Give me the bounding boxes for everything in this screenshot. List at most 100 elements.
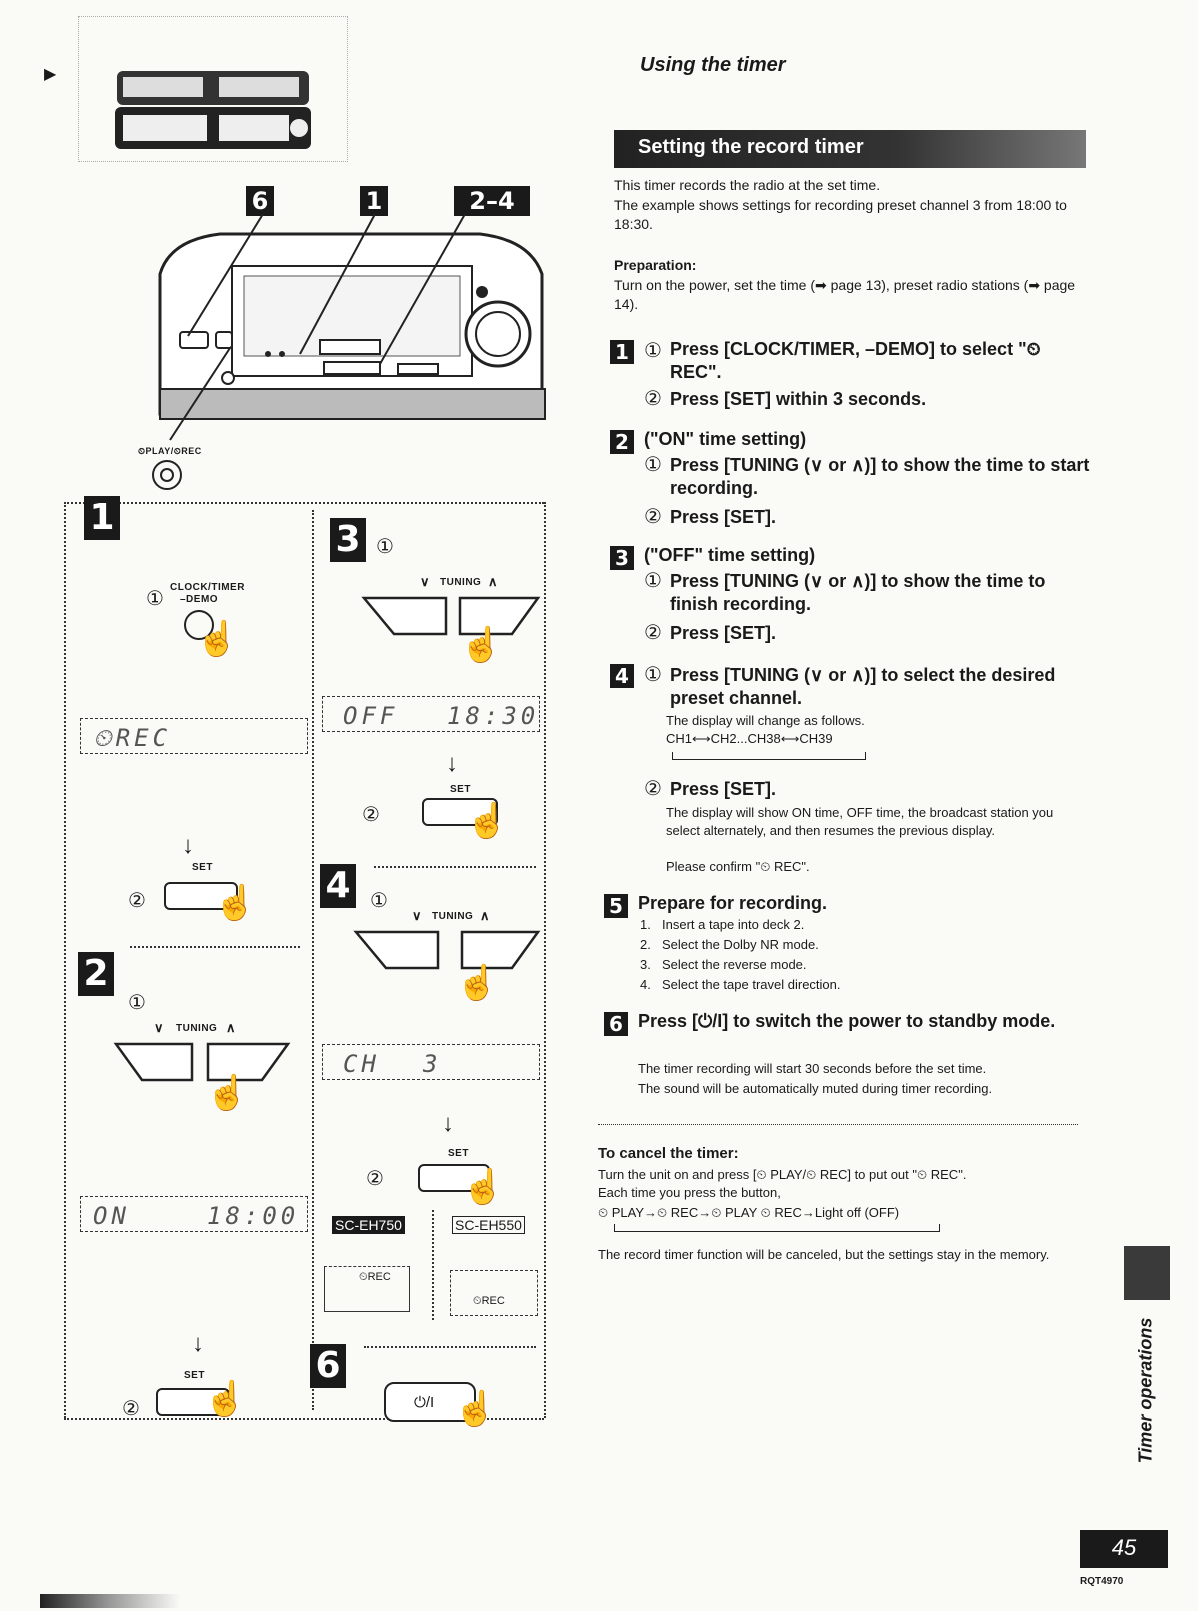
- hand-pointer-icon: ☝: [206, 1074, 249, 1112]
- step-3-circled-1: ①: [644, 570, 662, 592]
- model-badge-eh550: SC-EH550: [452, 1216, 525, 1234]
- demo-label: –DEMO: [180, 594, 219, 605]
- hand-pointer-icon: ☝: [214, 884, 257, 922]
- hand-pointer-icon: ☝: [456, 964, 499, 1002]
- step-6-note-2: The sound will be automatically muted du…: [638, 1081, 993, 1096]
- step-4-a-note: The display will change as follows.: [666, 713, 865, 728]
- step-2-circled-1: ①: [644, 454, 662, 476]
- bottom-scan-mark: [40, 1594, 180, 1608]
- step-4-b: Press [SET].: [670, 779, 777, 799]
- step-5-number: 5: [604, 894, 628, 918]
- lcd-off-time: 18:30: [447, 702, 540, 730]
- step-1-circled-1: ①: [644, 340, 662, 362]
- step-5-mark-4: 4.: [640, 977, 651, 992]
- panel4-circled-2: ②: [366, 1168, 384, 1190]
- step-5-mark-2: 2.: [640, 937, 651, 952]
- panel-step-3: 3: [330, 518, 366, 562]
- cancel-text-2: Each time you press the button,: [598, 1185, 781, 1200]
- step-4-a: Press [TUNING (∨ or ∧)] to select the de…: [670, 665, 1056, 708]
- clock-timer-button[interactable]: [184, 610, 214, 640]
- step-5-mark-1: 1.: [640, 917, 651, 932]
- arrow-down-icon: ↓: [446, 750, 458, 777]
- panel-step-2: 2: [78, 952, 114, 996]
- step-6-head: Press [⏻/I] to switch the power to stand…: [638, 1011, 1056, 1031]
- step-1-b: Press [SET] within 3 seconds.: [670, 389, 927, 409]
- step-3-b: Press [SET].: [670, 623, 777, 643]
- step-5-mark-3: 3.: [640, 957, 651, 972]
- panel-center-divider: [312, 510, 314, 1410]
- panel-bottom-border: [64, 1418, 544, 1420]
- step-2-a: Press [TUNING (∨ or ∧)] to show the time…: [670, 455, 1090, 498]
- step-3-circled-2: ②: [644, 622, 662, 644]
- model-badge-eh750: SC-EH750: [332, 1216, 405, 1234]
- lcd-on-time: 18:00: [207, 1202, 300, 1230]
- tuning-buttons-3[interactable]: [360, 594, 542, 638]
- tuning-label-3: TUNING: [440, 577, 482, 588]
- rec-indicator-eh550: ⏲REC: [450, 1270, 538, 1316]
- panel1-circled-2: ②: [128, 890, 146, 912]
- model-divider: [432, 1210, 434, 1320]
- page-number: 45: [1111, 1535, 1137, 1560]
- tuning-label-2: TUNING: [176, 1023, 218, 1034]
- lcd-ch-display: CH 3: [322, 1044, 540, 1080]
- panel-step-6: 6: [310, 1344, 346, 1388]
- callout-2-4: 2–4: [454, 186, 530, 216]
- step-5-item-1: Insert a tape into deck 2.: [662, 917, 805, 932]
- play-rec-label: ⏲PLAY/⏲REC: [138, 446, 202, 456]
- step-5-head: Prepare for recording.: [638, 893, 828, 913]
- step-2-head: ("ON" time setting): [644, 429, 807, 449]
- top-device-thumbnail: [78, 16, 348, 162]
- tuning-up-symbol: ∧: [480, 908, 491, 923]
- tuning-down-symbol: ∨: [154, 1020, 165, 1035]
- panel-left-border: [64, 502, 66, 1418]
- set-label-3: SET: [450, 784, 471, 795]
- rec-label-b: ⏲REC: [473, 1295, 505, 1307]
- side-tab-block: [1124, 1246, 1170, 1300]
- set-button-3[interactable]: [422, 798, 498, 826]
- step-5-item-3: Select the reverse mode.: [662, 957, 807, 972]
- page-title: Using the timer: [640, 54, 786, 76]
- section-banner: Setting the record timer: [614, 130, 1086, 168]
- set-label-2: SET: [184, 1370, 205, 1381]
- page-number-box: 45: [1080, 1530, 1168, 1568]
- bookmark-mark: ▶: [44, 66, 57, 83]
- set-button-2[interactable]: [156, 1388, 230, 1416]
- step-4-b-note: The display will show ON time, OFF time,…: [666, 805, 1054, 838]
- power-button[interactable]: ⏻/I: [384, 1382, 476, 1422]
- panel-right-border: [544, 502, 546, 1418]
- lcd-off-display: OFF 18:30: [322, 696, 540, 732]
- step-5-item-4: Select the tape travel direction.: [662, 977, 841, 992]
- step-3-number: 3: [610, 546, 634, 570]
- tuning-down-symbol: ∨: [412, 908, 423, 923]
- step-2-number: 2: [610, 430, 634, 454]
- power-label: ⏻/I: [414, 1394, 435, 1411]
- tuning-buttons-4[interactable]: [352, 928, 542, 972]
- step-4-a-sequence: CH1⟷CH2...CH38⟷CH39: [666, 731, 833, 746]
- step-4-circled-2: ②: [644, 778, 662, 800]
- preparation-label: Preparation:: [614, 257, 697, 273]
- step-1-a: Press [CLOCK/TIMER, –DEMO] to select "⏲ …: [670, 339, 1041, 382]
- step-2-circled-2: ②: [644, 506, 662, 528]
- panel-divider: [364, 1346, 536, 1348]
- panel2-circled-2: ②: [122, 1398, 140, 1420]
- set-label-4: SET: [448, 1148, 469, 1159]
- set-button-4[interactable]: [418, 1164, 490, 1192]
- arrow-down-icon: ↓: [182, 832, 194, 859]
- panel1-circled-1: ①: [146, 588, 164, 610]
- tuning-label-4: TUNING: [432, 911, 474, 922]
- callout-6: 6: [246, 186, 274, 216]
- step-6-note-1: The timer recording will start 30 second…: [638, 1061, 987, 1076]
- callout-1: 1: [360, 186, 388, 216]
- play-rec-button-icon: [152, 460, 182, 490]
- panel-divider: [374, 866, 536, 868]
- lcd-on-display: ON 18:00: [80, 1196, 308, 1232]
- panel-top-border: [64, 502, 544, 504]
- hand-pointer-icon: ☝: [204, 1380, 247, 1418]
- set-button-1[interactable]: [164, 882, 238, 910]
- step-1-number: 1: [610, 340, 634, 364]
- panel3-circled-1: ①: [376, 536, 394, 558]
- hand-pointer-icon: ☝: [466, 802, 509, 840]
- step-4-number: 4: [610, 664, 634, 688]
- tuning-buttons-2[interactable]: [112, 1040, 292, 1084]
- step-6-number: 6: [604, 1012, 628, 1036]
